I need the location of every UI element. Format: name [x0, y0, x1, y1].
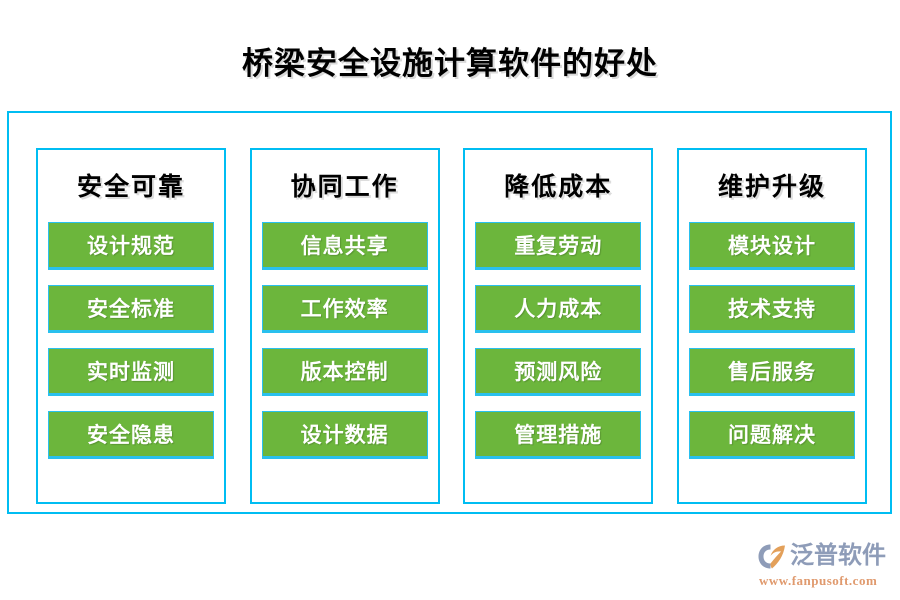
- column-header: 安全可靠: [76, 174, 185, 201]
- item-box[interactable]: 管理措施: [475, 411, 642, 459]
- item-box[interactable]: 模块设计: [688, 222, 855, 270]
- page-title: 桥梁安全设施计算软件的好处: [242, 46, 658, 81]
- fanpu-logo-icon: [758, 544, 785, 568]
- column-collaboration: 协同工作 信息共享 工作效率 版本控制 设计数据: [249, 148, 440, 504]
- item-box[interactable]: 安全标准: [48, 285, 214, 333]
- item-list: 设计规范 安全标准 实时监测 安全隐患: [38, 222, 224, 459]
- item-box[interactable]: 售后服务: [688, 348, 855, 396]
- item-box[interactable]: 工作效率: [261, 285, 428, 333]
- item-list: 模块设计 技术支持 售后服务 问题解决: [679, 222, 865, 459]
- item-box[interactable]: 安全隐患: [48, 411, 214, 459]
- item-box[interactable]: 重复劳动: [475, 222, 642, 270]
- column-header: 协同工作: [290, 174, 399, 201]
- item-list: 重复劳动 人力成本 预测风险 管理措施: [465, 222, 651, 459]
- item-box[interactable]: 实时监测: [48, 348, 214, 396]
- column-safety: 安全可靠 设计规范 安全标准 实时监测 安全隐患: [36, 148, 226, 504]
- column-header: 降低成本: [504, 174, 613, 201]
- content-frame: 安全可靠 设计规范 安全标准 实时监测 安全隐患 协同工作 信息共享 工作效率 …: [7, 111, 892, 514]
- item-box[interactable]: 设计规范: [48, 222, 214, 270]
- column-maintenance-upgrade: 维护升级 模块设计 技术支持 售后服务 问题解决: [676, 148, 867, 504]
- brand-watermark: 泛普软件 www.fanpusoft.com: [757, 540, 893, 588]
- column-cost-reduction: 降低成本 重复劳动 人力成本 预测风险 管理措施: [463, 148, 654, 504]
- item-box[interactable]: 技术支持: [688, 285, 855, 333]
- item-box[interactable]: 预测风险: [475, 348, 642, 396]
- item-box[interactable]: 人力成本: [475, 285, 642, 333]
- brand-lockup: 泛普软件: [757, 540, 886, 572]
- item-box[interactable]: 设计数据: [261, 411, 428, 459]
- column-group: 安全可靠 设计规范 安全标准 实时监测 安全隐患 协同工作 信息共享 工作效率 …: [36, 148, 867, 504]
- item-box[interactable]: 版本控制: [261, 348, 428, 396]
- column-header: 维护升级: [717, 174, 826, 201]
- item-box[interactable]: 信息共享: [261, 222, 428, 270]
- item-box[interactable]: 问题解决: [688, 411, 855, 459]
- item-list: 信息共享 工作效率 版本控制 设计数据: [252, 222, 438, 459]
- brand-url: www.fanpusoft.com: [759, 573, 878, 588]
- brand-name: 泛普软件: [790, 542, 886, 569]
